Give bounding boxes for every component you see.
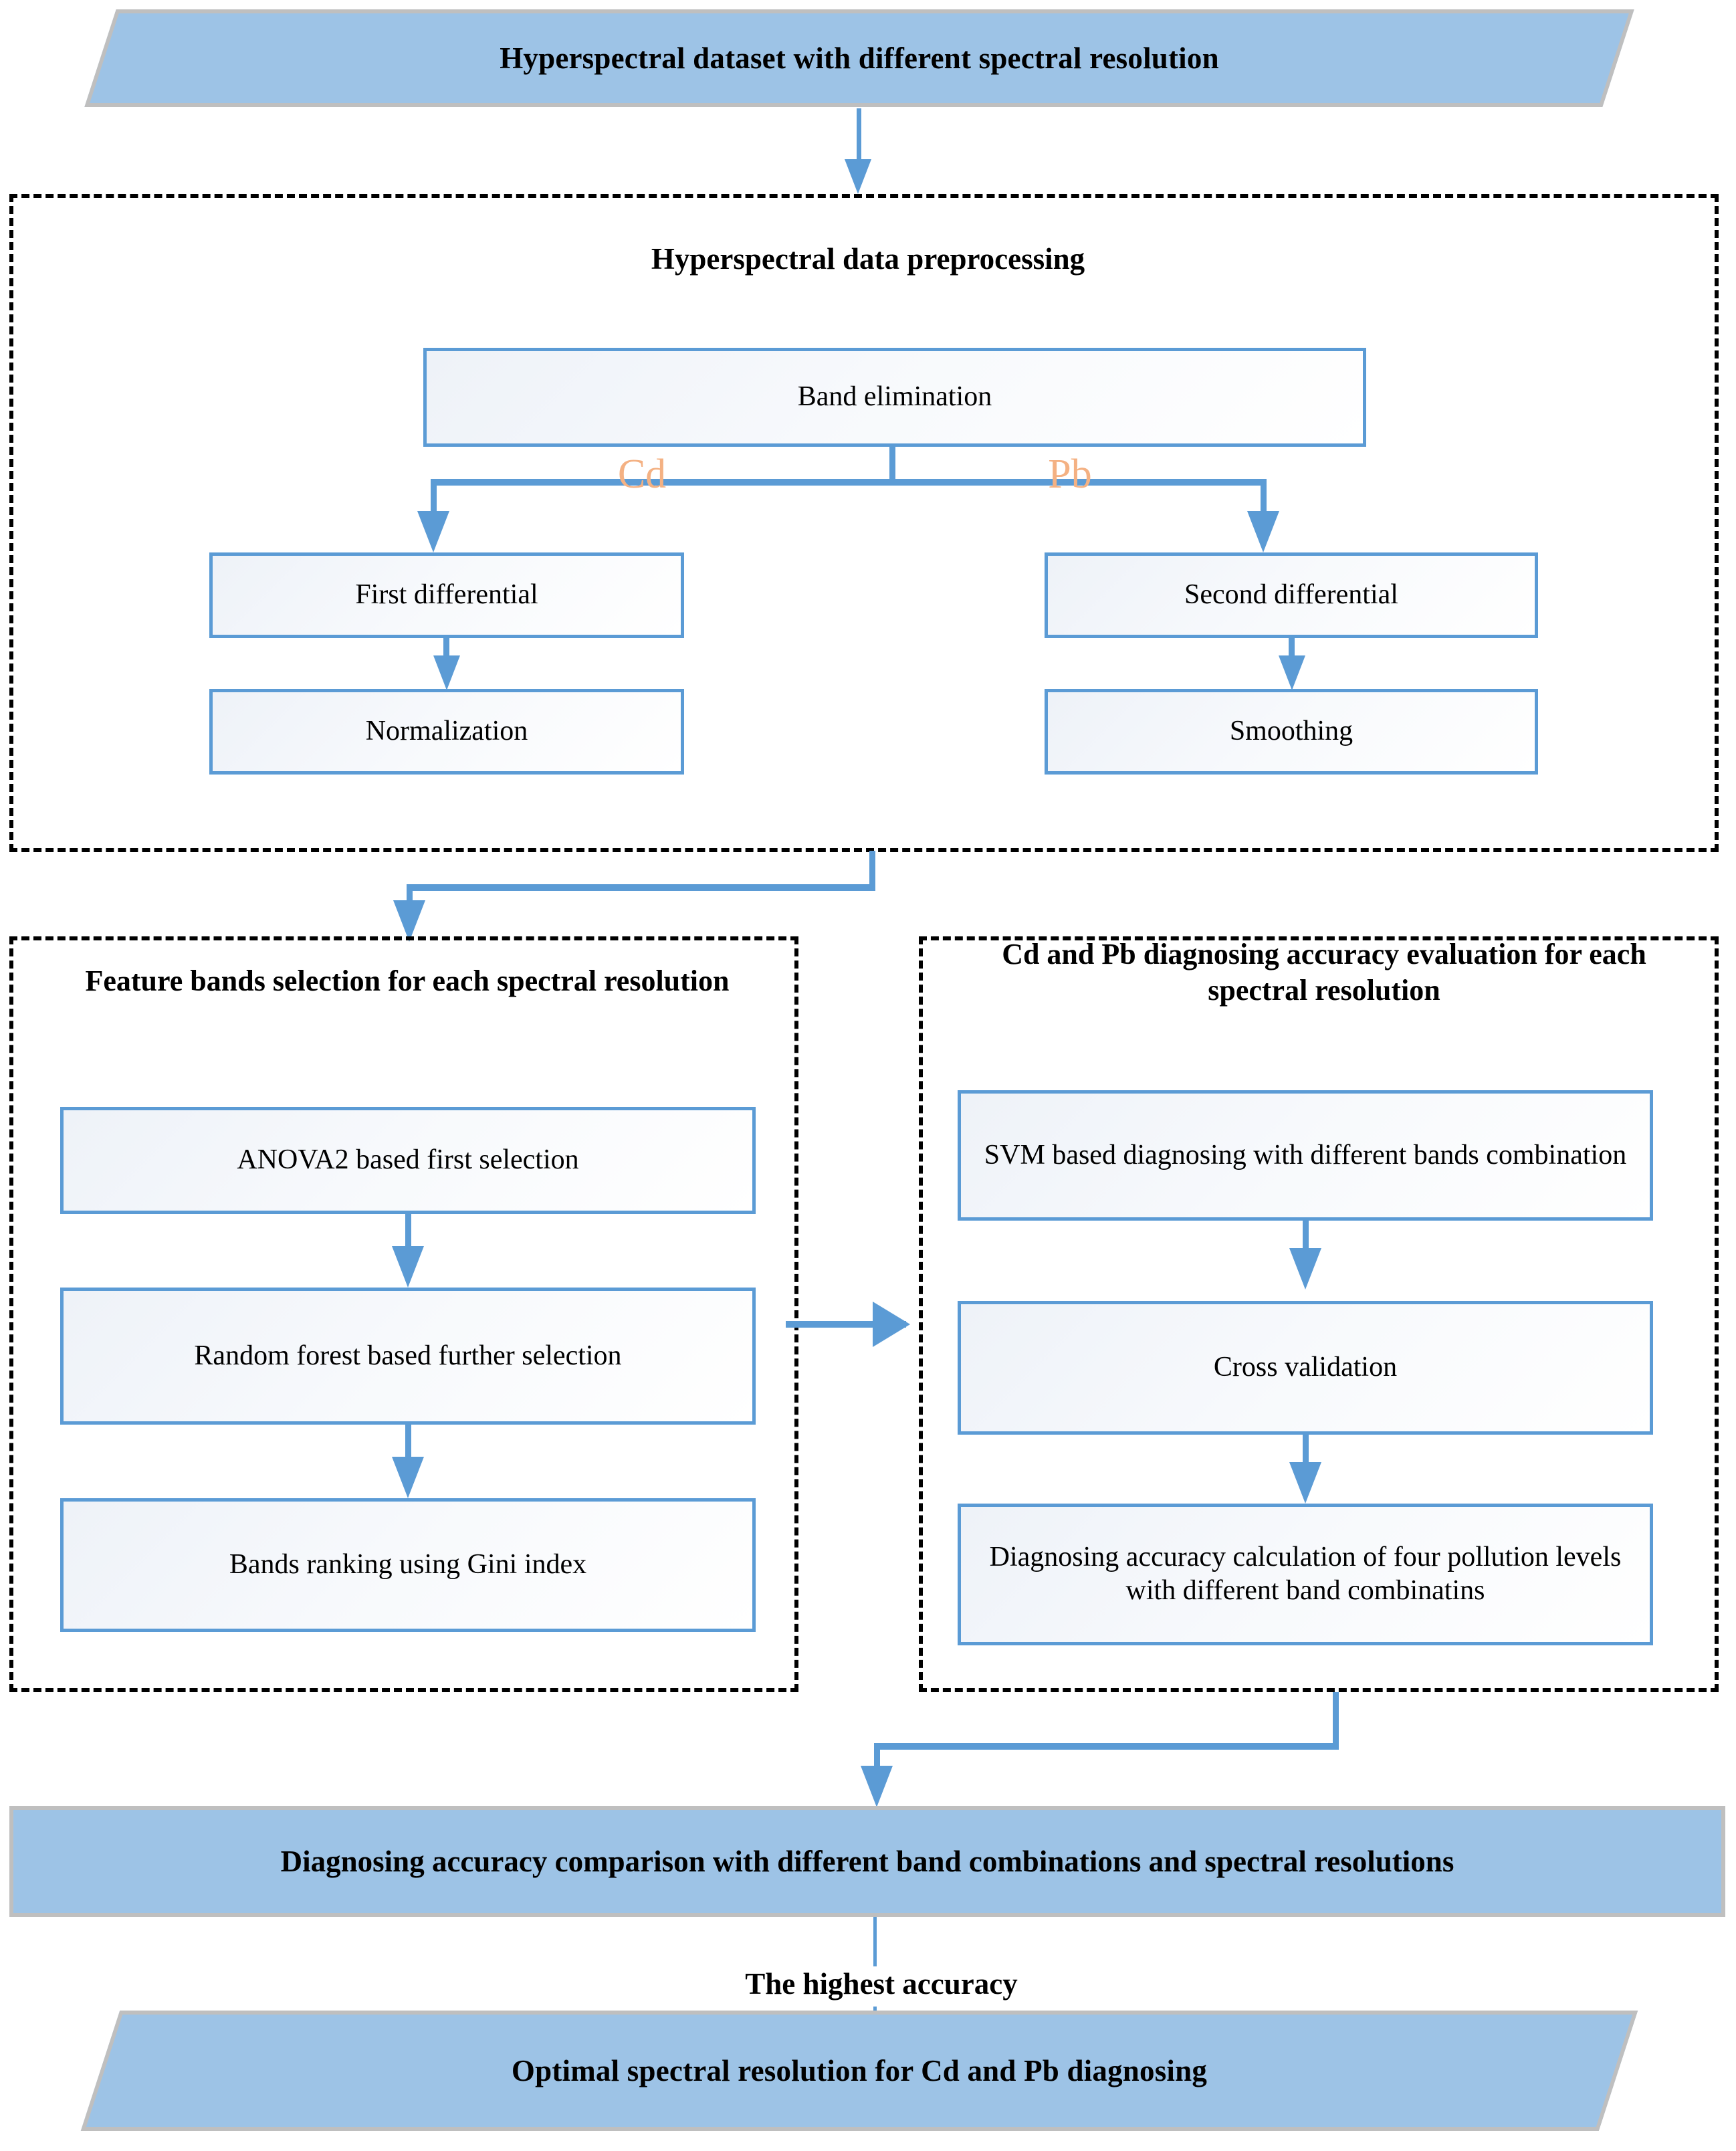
edge-svm-to-crossvalidation [1303, 1221, 1309, 1254]
preprocessing-group [9, 194, 1719, 852]
edge-preprocessing-exit-drop [407, 884, 413, 911]
accuracy-evaluation-group-title: Cd and Pb diagnosing accuracy evaluation… [1002, 938, 1646, 1007]
edge-second-to-smoothing [1289, 638, 1295, 658]
branch-label-cd: Cd [617, 451, 667, 497]
edge-branch-right-drop [1261, 479, 1267, 514]
box-anova2-first-selection[interactable]: ANOVA2 based first selection [60, 1107, 756, 1214]
edge-second-to-smoothing-arrowhead [1279, 655, 1305, 690]
edge-feature-to-accuracy-arrowhead [873, 1302, 910, 1347]
edge-svm-to-crossvalidation-arrowhead [1289, 1248, 1321, 1290]
edge-crossvalidation-to-accuracycalc-arrowhead [1289, 1462, 1321, 1504]
edge-groups-exit-horizontal [874, 1743, 1339, 1750]
edge-randomforest-to-gini [405, 1425, 411, 1463]
edge-start-to-preprocessing-arrowhead [845, 159, 871, 194]
box-first-differential[interactable]: First differential [209, 552, 684, 638]
box-accuracy-calculation[interactable]: Diagnosing accuracy calculation of four … [958, 1504, 1653, 1645]
edge-groups-exit-drop [874, 1743, 880, 1776]
edge-feature-to-accuracy [786, 1321, 906, 1328]
box-cross-validation[interactable]: Cross validation [958, 1301, 1653, 1435]
box-bands-ranking-gini[interactable]: Bands ranking using Gini index [60, 1498, 756, 1632]
edge-branch-bar [431, 479, 1267, 486]
feature-selection-group [9, 936, 798, 1692]
edge-branch-left-drop [431, 479, 437, 514]
edge-groups-exit-vertical [1333, 1692, 1339, 1750]
box-svm-diagnosing[interactable]: SVM based diagnosing with different band… [958, 1090, 1653, 1221]
box-second-differential[interactable]: Second differential [1045, 552, 1538, 638]
box-band-elimination[interactable]: Band elimination [423, 348, 1366, 447]
comparison-box: Diagnosing accuracy comparison with diff… [9, 1806, 1725, 1917]
edge-band-elimination-stub [889, 447, 895, 482]
edge-start-to-preprocessing [857, 108, 861, 161]
end-terminator: Optimal spectral resolution for Cd and P… [80, 2011, 1638, 2131]
edge-anova-to-randomforest [405, 1214, 411, 1253]
preprocessing-group-title: Hyperspectral data preprocessing [651, 242, 1085, 276]
edge-anova-to-randomforest-arrowhead [392, 1246, 424, 1288]
edge-branch-right-arrowhead [1247, 511, 1279, 552]
edge-crossvalidation-to-accuracycalc [1303, 1435, 1309, 1468]
edge-comparison-to-end-upper [873, 1917, 877, 1997]
edge-highest-accuracy-label: The highest accuracy [674, 1966, 1089, 2001]
edge-preprocessing-exit-arrowhead [393, 900, 425, 942]
feature-selection-group-title: Feature bands selection for each spectra… [85, 964, 730, 997]
edge-randomforest-to-gini-arrowhead [392, 1457, 424, 1498]
edge-groups-exit-arrowhead [861, 1766, 893, 1807]
accuracy-evaluation-group [919, 936, 1719, 1692]
edge-first-to-normalization [443, 638, 449, 658]
edge-preprocessing-exit-vertical [869, 851, 875, 890]
edge-preprocessing-exit-horizontal [407, 884, 875, 891]
box-normalization[interactable]: Normalization [209, 689, 684, 775]
box-random-forest-selection[interactable]: Random forest based further selection [60, 1288, 756, 1425]
edge-first-to-normalization-arrowhead [433, 655, 460, 690]
branch-label-pb: Pb [1048, 451, 1092, 497]
end-terminator-label: Optimal spectral resolution for Cd and P… [511, 2054, 1208, 2087]
edge-branch-left-arrowhead [417, 511, 449, 552]
start-terminator: Hyperspectral dataset with different spe… [84, 9, 1634, 107]
box-smoothing[interactable]: Smoothing [1045, 689, 1538, 775]
start-terminator-label: Hyperspectral dataset with different spe… [500, 41, 1219, 75]
